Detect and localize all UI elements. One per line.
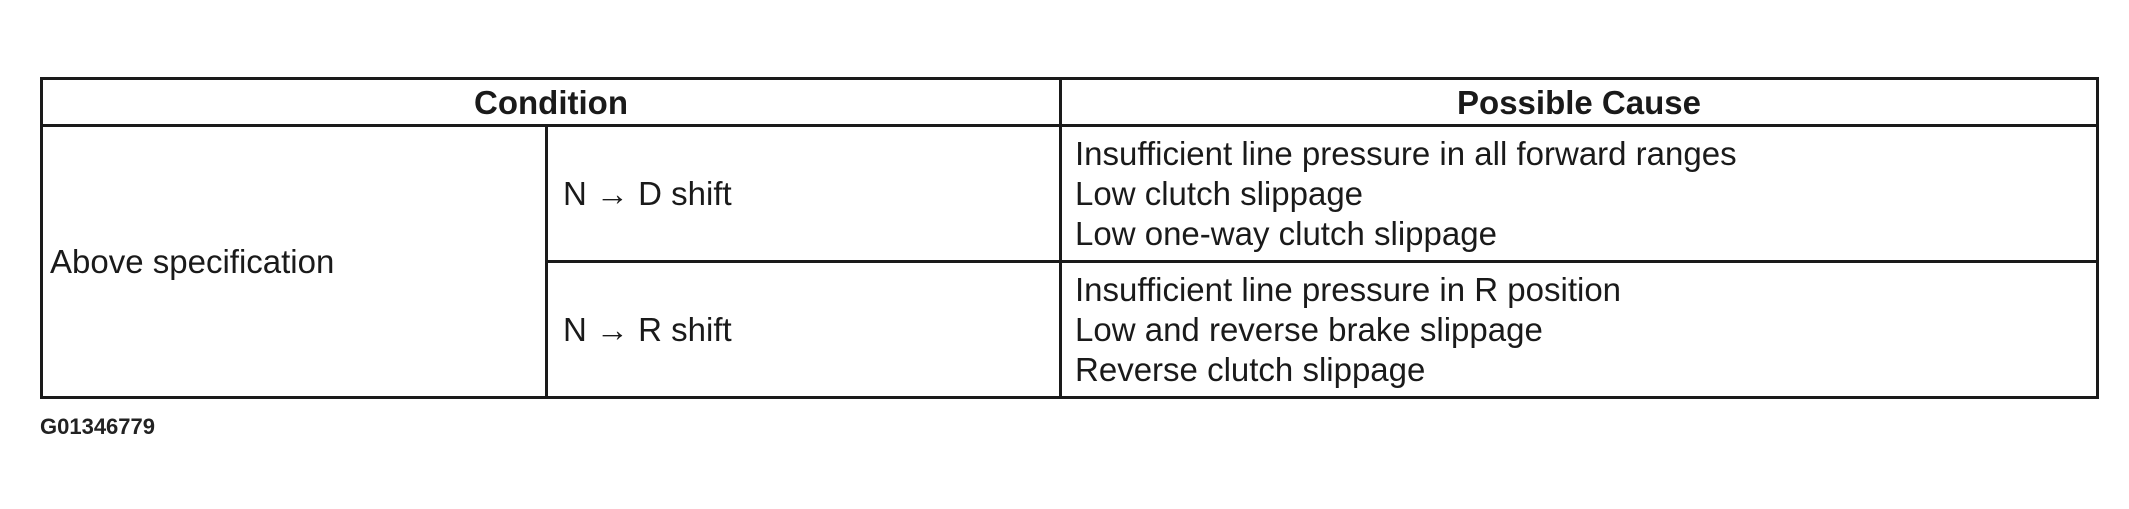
condition-header: Condition [39,77,1063,127]
cause-line: Reverse clutch slippage [1075,350,1426,388]
shift-cell-n-r: N → R shift [544,260,1063,399]
cause-cell-n-r: Insufficient line pressure in R position… [1059,260,2100,399]
cause-line: Low clutch slippage [1075,174,1364,212]
table-row: N → R shift Insufficient line pressure i… [42,260,2100,399]
condition-cell: Above specification [40,124,548,399]
diagnosis-table: Condition Possible Cause Above specifica… [39,77,2100,399]
header-row: Condition Possible Cause [39,77,2100,127]
cause-cell-n-d: Insufficient line pressure in all forwar… [1059,124,2100,263]
cause-line: Low one-way clutch slippage [1075,214,1497,252]
possible-cause-header: Possible Cause [1059,77,2100,127]
table-row: Above specification N → D shift Insuffic… [40,124,2100,399]
cause-line: Insufficient line pressure in all forwar… [1075,134,1737,172]
cause-line: Insufficient line pressure in R position [1075,270,1622,308]
figure-id: G01346779 [40,414,155,439]
shift-cell-n-d: N → D shift [544,124,1063,263]
cause-line: Low and reverse brake slippage [1075,310,1543,348]
